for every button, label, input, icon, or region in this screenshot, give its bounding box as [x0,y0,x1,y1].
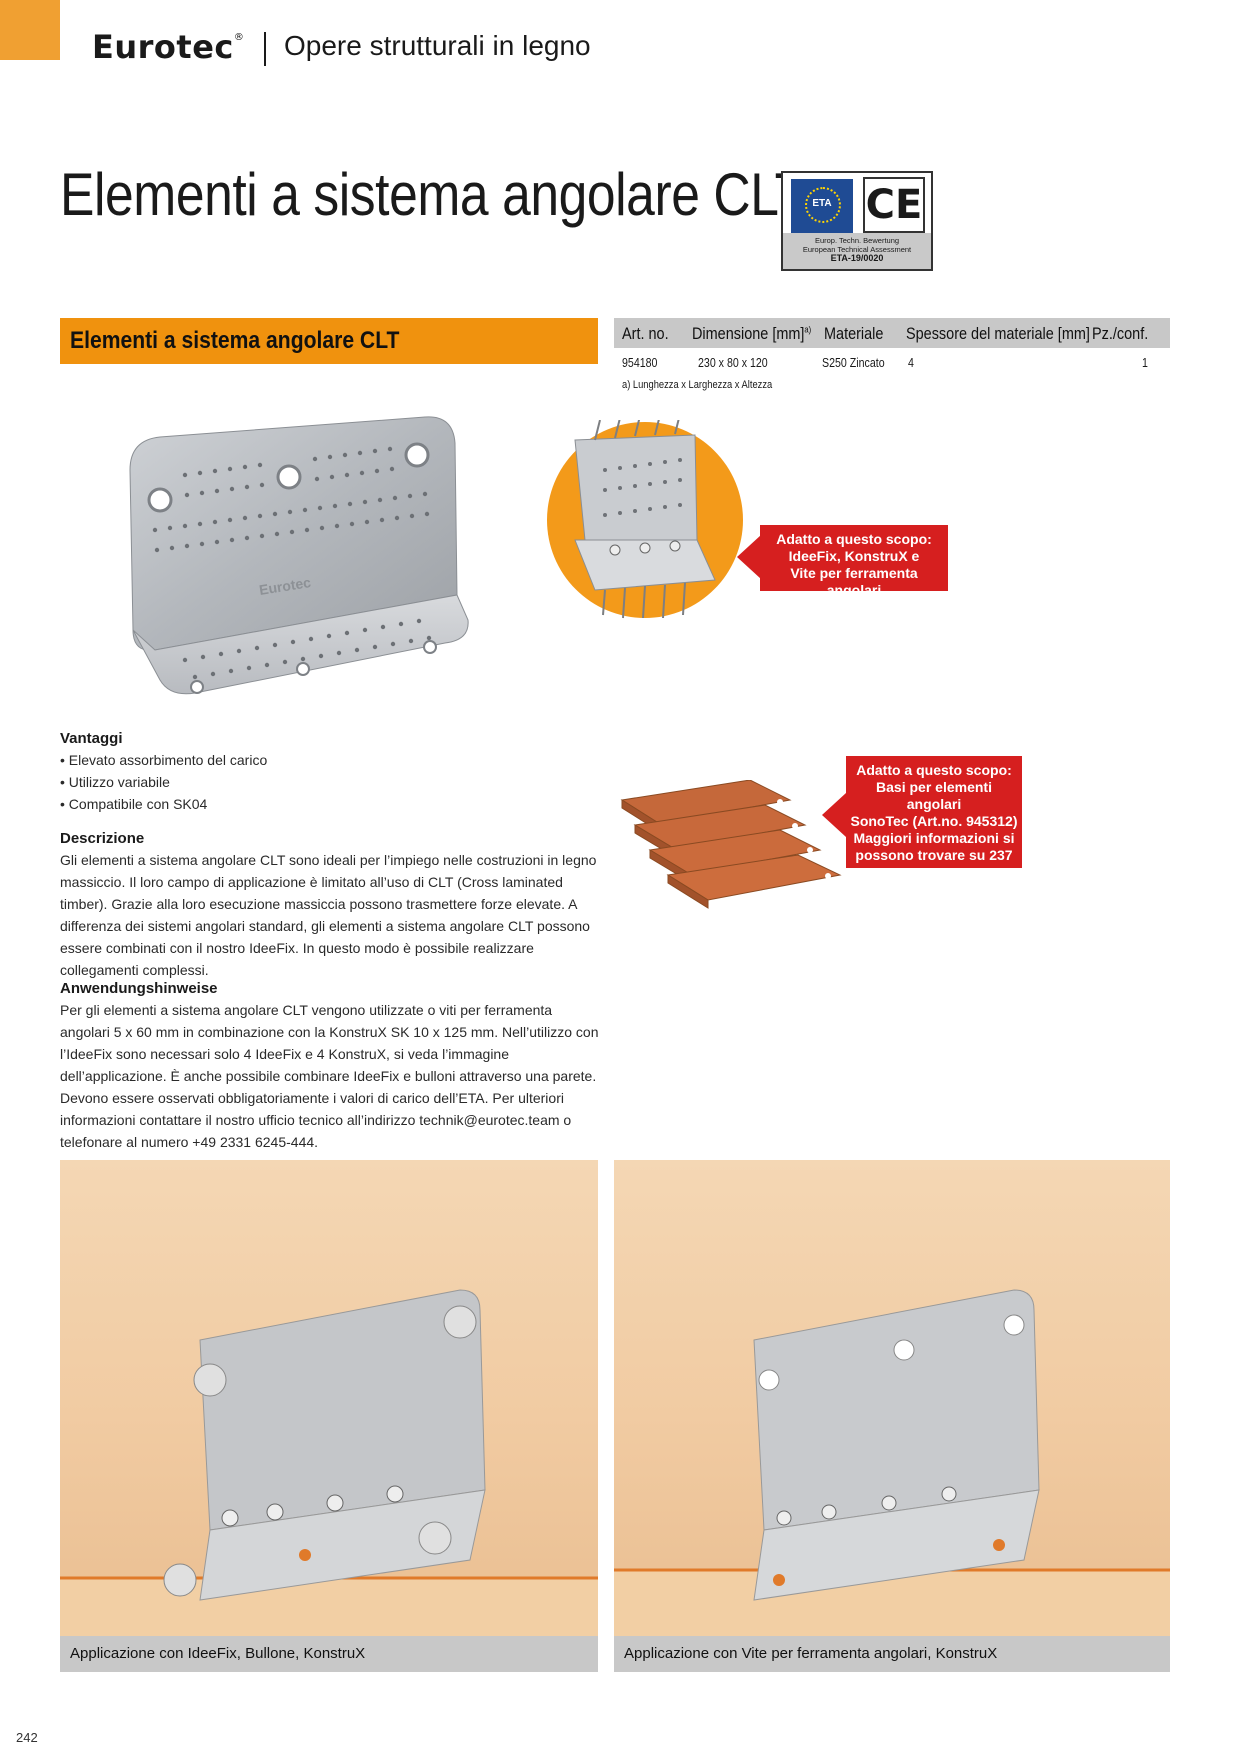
list-item: • Compatibile con SK04 [60,796,208,812]
application-photo-left [60,1160,598,1672]
advantages-section: Vantaggi • Elevato assorbimento del cari… [60,730,600,815]
callout-bottom-line-5: possono trovare su 237 [855,847,1013,863]
callout-bottom-line-3: SonoTec (Art.no. 945312) [850,813,1018,829]
section-title-bar: Elementi a sistema angolare CLT [60,318,598,364]
eta-label: ETA [812,198,832,209]
cert-line-2: European Technical Assessment [802,245,912,254]
cert-line-1: Europ. Techn. Bewertung [814,236,900,245]
ce-mark: CE [863,177,925,233]
certification-badge: ETA CE Europ. Techn. Bewertung European … [781,171,933,271]
callout-bottom-line-4: Maggiori informazioni si [853,830,1015,846]
callout-bottom: Adatto a questo scopo: Basi per elementi… [846,756,1022,868]
usage-section: Anwendungshinweise Per gli elementi a si… [60,980,600,1153]
callout-top-line-2: IdeeFix, KonstruX e [788,548,920,564]
callout-bottom-line-2: Basi per elementi angolari [876,779,992,812]
callout-top-line-1: Adatto a questo scopo: [776,531,932,547]
table-footnote: a) Lunghezza x Larghezza x Altezza [622,379,773,391]
detail-circle-image [547,420,743,619]
cell-pieces: 1 [1142,356,1148,370]
application-photo-right [614,1160,1170,1672]
certification-text: Europ. Techn. Bewertung European Technic… [783,233,931,269]
product-table-header: Art. no. Dimensione [mm]a) Materiale Spe… [614,318,1170,348]
callout-top-line-3: Vite per ferramenta angolari [790,565,918,598]
caption-left: Applicazione con IdeeFix, Bullone, Konst… [60,1636,598,1672]
product-bracket-image: Eurotec [129,416,469,695]
application-illustration-left [60,1289,598,1672]
caption-right: Applicazione con Vite per ferramenta ang… [614,1636,1170,1672]
eta-logo: ETA [791,179,853,233]
description-heading: Descrizione [60,830,145,847]
usage-heading: Anwendungshinweise [60,980,218,997]
th-material: Materiale [824,324,884,343]
th-dimension-sup: a) [804,324,812,335]
th-pieces: Pz./conf. [1092,324,1149,343]
description-text: Gli elementi a sistema angolare CLT sono… [60,852,597,978]
cert-line-3: ETA-19/0020 [830,253,884,263]
brand-logo: Eurotec® [92,28,244,66]
header-separator [264,32,266,66]
header-section-title: Opere strutturali in legno [284,30,591,61]
description-section: Descrizione Gli elementi a sistema angol… [60,830,600,981]
page-number: 242 [16,1730,38,1745]
application-illustration-right [614,1289,1170,1672]
advantages-heading: Vantaggi [60,730,123,747]
cell-thickness: 4 [908,356,914,370]
cell-art-no: 954180 [622,356,658,370]
callout-top-arrow [737,535,761,579]
usage-text: Per gli elementi a sistema angolare CLT … [60,1002,599,1150]
callout-bottom-line-1: Adatto a questo scopo: [856,762,1012,778]
th-art-no: Art. no. [622,324,669,343]
callout-top: Adatto a questo scopo: IdeeFix, KonstruX… [760,525,948,598]
eu-stars-icon [805,187,841,223]
cell-material: S250 Zincato [822,356,885,370]
corner-tab [0,0,60,60]
list-item: • Elevato assorbimento del carico [60,752,268,768]
th-thickness: Spessore del materiale [mm] [906,324,1090,343]
advantages-list: • Elevato assorbimento del carico • Util… [60,749,600,815]
brand-registered-mark: ® [233,32,245,43]
cell-dimension: 230 x 80 x 120 [698,356,768,370]
th-dimension: Dimensione [mm]a) [692,324,812,343]
list-item: • Utilizzo variabile [60,774,170,790]
brand-name: Eurotec [92,28,234,66]
caption-left-text: Applicazione con IdeeFix, Bullone, Konst… [70,1645,366,1662]
callout-bottom-arrow [822,793,846,837]
caption-right-text: Applicazione con Vite per ferramenta ang… [624,1645,998,1662]
section-title: Elementi a sistema angolare CLT [70,327,400,354]
sonotec-pads-image [620,780,842,909]
page-title: Elementi a sistema angolare CLT [60,161,806,228]
